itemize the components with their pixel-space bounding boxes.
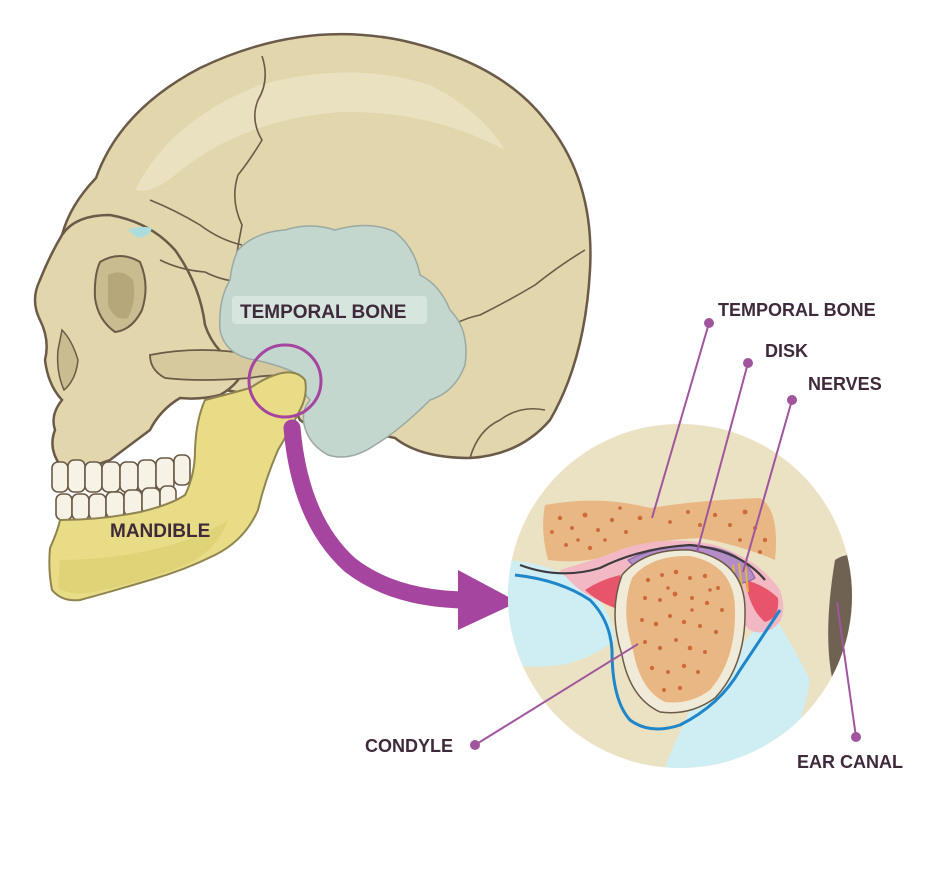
label-ear-canal: EAR CANAL	[797, 752, 903, 772]
mandible-bone	[48, 371, 307, 602]
soft-tissue-lower	[660, 610, 810, 768]
joint-highlight-circle	[247, 343, 323, 419]
temporal-bone-region	[218, 224, 467, 458]
temporal-bone-label-backdrop	[232, 296, 427, 324]
label-mandible: MANDIBLE	[110, 521, 210, 542]
label-skull-temporal-bone: TEMPORAL BONE	[240, 302, 406, 323]
label-condyle: CONDYLE	[365, 736, 453, 756]
cranium-highlight	[135, 72, 505, 191]
zoom-arrow	[283, 419, 518, 630]
label-nerves: NERVES	[808, 374, 882, 394]
facial-bones	[33, 213, 247, 468]
leader-lines	[470, 318, 861, 750]
nasal-cavity	[56, 328, 79, 392]
fossa-outline	[519, 543, 766, 581]
inset-temporal-bone	[543, 498, 776, 562]
temporal-marrow-dots	[550, 506, 768, 554]
skull	[33, 32, 592, 602]
teeth	[51, 454, 191, 521]
joint-cross-section	[508, 424, 852, 768]
condyle-bone	[626, 555, 736, 703]
inflamed-tissue-left	[585, 575, 622, 608]
inflamed-tissue-right	[745, 580, 779, 622]
orbital-accent	[128, 226, 152, 238]
label-disk: DISK	[765, 341, 808, 361]
orbit-inner	[108, 272, 135, 319]
ear-canal-shape	[828, 555, 852, 704]
soft-tissue-left	[508, 560, 615, 667]
condyle-marrow-dots	[640, 569, 724, 692]
label-inset-temporal-bone: TEMPORAL BONE	[718, 300, 876, 320]
synovial-outline	[514, 573, 782, 731]
mandible-shading	[58, 520, 228, 594]
